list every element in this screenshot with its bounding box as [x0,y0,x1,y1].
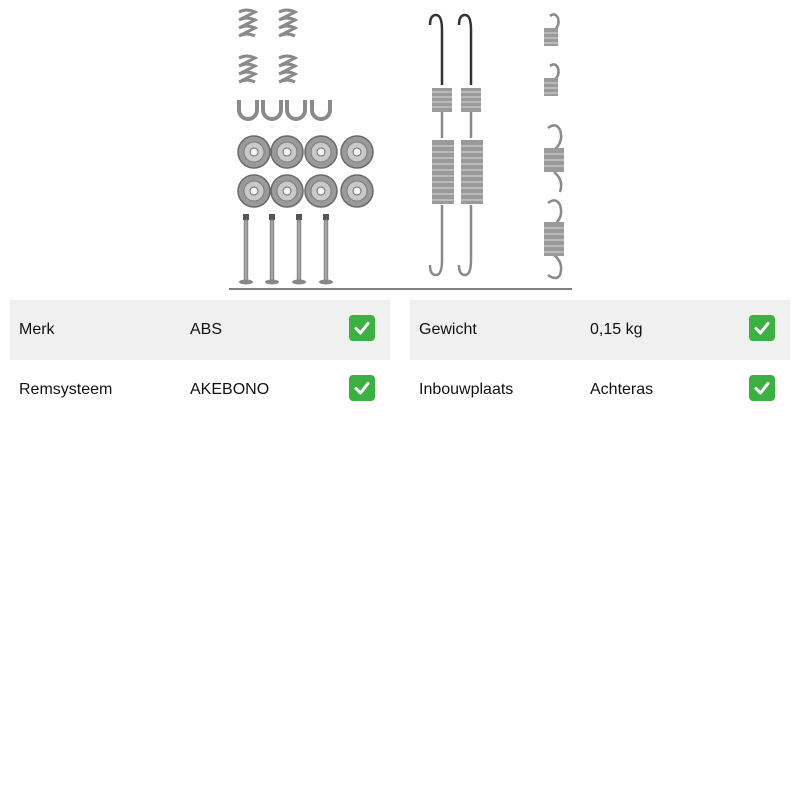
product-image [229,0,572,290]
spec-label: Merk [19,321,55,338]
spec-cell-inbouwplaats: Inbouwplaats Achteras [410,360,790,420]
brake-shoe-spring-kit-image [229,8,572,290]
check-icon [349,315,375,341]
check-icon [349,375,375,401]
spec-value: Achteras [590,381,654,398]
spec-cell-gewicht: Gewicht 0,15 kg [410,300,790,360]
check-icon [749,315,775,341]
specs-table: Merk ABS Gewicht 0,15 kg Remsysteem AKEB… [10,300,790,420]
spec-cell-remsysteem: Remsysteem AKEBONO [10,360,390,420]
spec-value: AKEBONO [190,381,270,398]
check-icon [749,375,775,401]
spec-label: Inbouwplaats [419,381,514,398]
spec-value: 0,15 kg [590,321,643,338]
spec-cell-merk: Merk ABS [10,300,390,360]
spec-row: Merk ABS Gewicht 0,15 kg [10,300,790,360]
spec-label: Gewicht [419,321,477,338]
spec-value: ABS [190,321,223,338]
spec-row: Remsysteem AKEBONO Inbouwplaats Achteras [10,360,790,420]
spec-label: Remsysteem [19,381,113,398]
